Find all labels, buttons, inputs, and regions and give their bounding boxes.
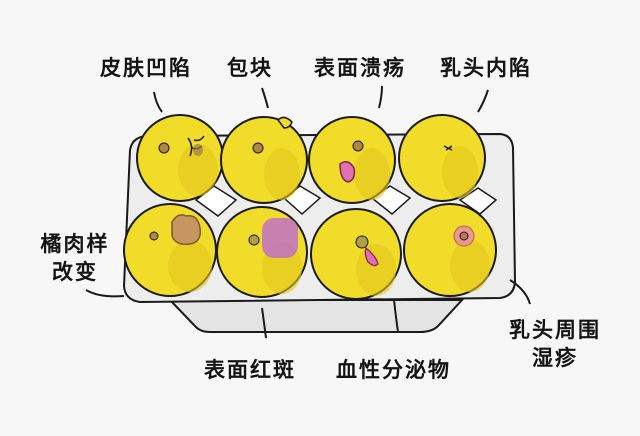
label-peau-dorange-line1: 橘肉样	[40, 232, 110, 256]
label-nipple-eczema: 乳头周围 湿疹	[500, 316, 610, 372]
lemon-nipple-eczema	[403, 203, 497, 297]
lemon-peau-dorange	[123, 203, 217, 297]
lemon-bloody-discharge	[310, 208, 402, 300]
label-nipple-retraction: 乳头内陷	[440, 56, 532, 80]
label-lump: 包块	[227, 56, 273, 80]
label-nipple-eczema-line1: 乳头周围	[509, 318, 601, 342]
pointer-lines	[85, 85, 531, 339]
lemon-nipple-retraction	[398, 114, 486, 202]
label-skin-dimpling: 皮肤凹陷	[100, 56, 192, 80]
lemon-surface-erythema	[216, 206, 308, 298]
label-surface-erythema: 表面红斑	[204, 358, 296, 382]
label-peau-dorange: 橘肉样 改变	[30, 230, 120, 286]
label-surface-ulcer: 表面溃疡	[314, 56, 406, 80]
label-peau-dorange-line2: 改变	[52, 260, 98, 284]
label-bloody-discharge: 血性分泌物	[336, 358, 451, 382]
lemon-surface-ulcer	[308, 116, 396, 204]
lemon-skin-dimpling	[136, 114, 224, 202]
label-nipple-eczema-line2: 湿疹	[532, 346, 578, 370]
lemon-lump	[220, 116, 308, 204]
